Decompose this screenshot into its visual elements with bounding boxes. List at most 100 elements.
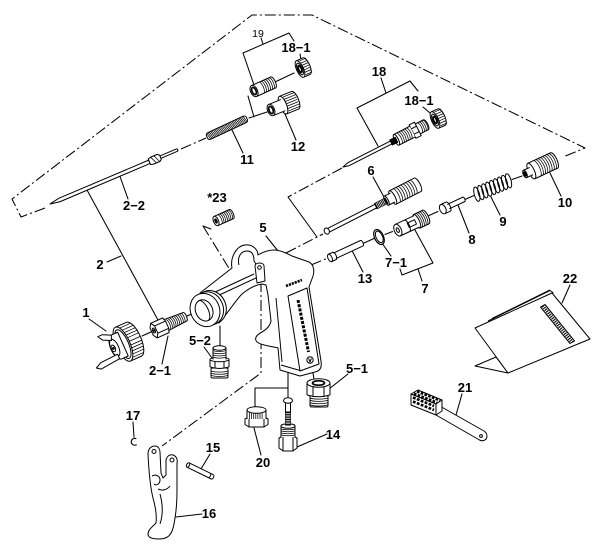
brush-bristles-side (412, 396, 435, 412)
leader-13 (351, 250, 364, 273)
hatch-line (175, 315, 181, 326)
ring-bore (194, 299, 214, 322)
knob-grooves (392, 179, 418, 203)
bracket-18 (356, 80, 419, 147)
spring-coils (206, 116, 248, 140)
shaft-edges (333, 239, 365, 260)
valve-rod (325, 203, 378, 234)
hatch-line (418, 211, 427, 226)
hatch-line (210, 374, 229, 377)
hatch-line (406, 127, 413, 140)
hatch-line (379, 200, 384, 207)
air-adjusting-valve (278, 397, 298, 452)
hatch-line (223, 125, 228, 132)
grip-side-edge (275, 297, 283, 363)
collar-face (327, 253, 333, 263)
collar-fill (413, 210, 430, 229)
hatch-line (220, 126, 226, 133)
hatch-line (438, 117, 446, 122)
grip-plate-logo-mark (308, 358, 312, 363)
leader-20 (253, 427, 262, 456)
callout-15: 15 (206, 440, 220, 455)
callout-23: *23 (207, 190, 227, 205)
hatch-line (284, 96, 297, 103)
hatch-line (395, 187, 404, 202)
hatch-line (218, 127, 224, 134)
callout-11: 11 (240, 152, 254, 167)
leader-15 (200, 453, 211, 470)
hatch-line (227, 123, 233, 130)
callout-18: 18 (372, 64, 386, 79)
leader-8 (457, 204, 470, 234)
brush-handle (435, 404, 488, 442)
callout-labels: 1 2 2−1 2−2 5 5−1 5−2 6 7 7−1 8 9 10 11 … (82, 28, 577, 521)
nozzle-thread-fill (163, 312, 187, 331)
spring-coil (485, 181, 493, 197)
nipple51-lower-threads (309, 397, 329, 407)
leader-11 (231, 129, 244, 154)
packing-nut-group19 (294, 57, 313, 78)
needle-collar (147, 153, 162, 166)
hatch-line (239, 117, 245, 124)
callout-10: 10 (558, 195, 572, 210)
hatch-line (280, 428, 296, 431)
callout-13: 13 (358, 271, 372, 286)
hatch-line (209, 131, 214, 138)
callout-7-1: 7−1 (385, 255, 407, 270)
leader-1 (88, 318, 107, 332)
callout-21: 21 (458, 380, 472, 395)
leader-2 (106, 255, 122, 263)
hatch-line (309, 399, 329, 402)
hatch-line (286, 101, 299, 107)
hatch-line (214, 129, 220, 136)
callout-5-1: 5−1 (346, 361, 368, 376)
neck-fill (384, 193, 395, 206)
hatch-line (169, 317, 175, 328)
nipple51-bore (311, 379, 326, 387)
nozzle-orifice-center (152, 329, 156, 332)
hatch-line (268, 77, 275, 90)
hatch-line (548, 153, 557, 170)
leader-10 (549, 172, 562, 197)
valve14-body-edges (280, 426, 296, 437)
gun-body (189, 244, 322, 377)
trigger-pin-hole-right (169, 457, 175, 463)
hatch-line (207, 132, 213, 139)
hatch-line (404, 182, 413, 197)
plug-threads (533, 153, 557, 177)
body-slot (406, 219, 417, 228)
trigger-pin (185, 462, 215, 480)
hatch-line (224, 124, 230, 131)
nipple52-hex-edges (209, 359, 230, 369)
hatch-line (212, 356, 227, 359)
hatch-line (437, 115, 445, 120)
brush-handle-hole (479, 434, 483, 438)
valve-end-threads (416, 119, 429, 134)
plug-23-tick (202, 225, 212, 230)
valve-rod-tip (323, 227, 330, 235)
spring-coil (492, 178, 501, 194)
hatch-line (258, 81, 265, 94)
trigger-cutout (151, 474, 161, 486)
hatch-line (226, 210, 232, 221)
needle-valve (342, 119, 430, 168)
manual-page-edges (487, 289, 554, 322)
gun-barrel-ridge (212, 273, 257, 298)
o-ring (373, 228, 385, 246)
hatch-line (305, 71, 313, 75)
hatch-line (300, 60, 308, 64)
plug23-threads (217, 209, 234, 225)
knob-fill (389, 178, 422, 205)
leader-7 (417, 268, 423, 282)
grip-plate-marking (296, 299, 310, 353)
air-valve-chain-lines (363, 175, 523, 244)
assembly-boundary-line (11, 14, 586, 218)
hatch-line (210, 131, 216, 138)
rod-thread-lines (375, 199, 386, 209)
ring-edges (115, 321, 142, 362)
needle-valve-offset-line (287, 196, 318, 238)
leader-lines (86, 32, 571, 518)
hatch-line (280, 430, 296, 433)
trigger (147, 445, 178, 540)
hatch-line (404, 128, 411, 141)
